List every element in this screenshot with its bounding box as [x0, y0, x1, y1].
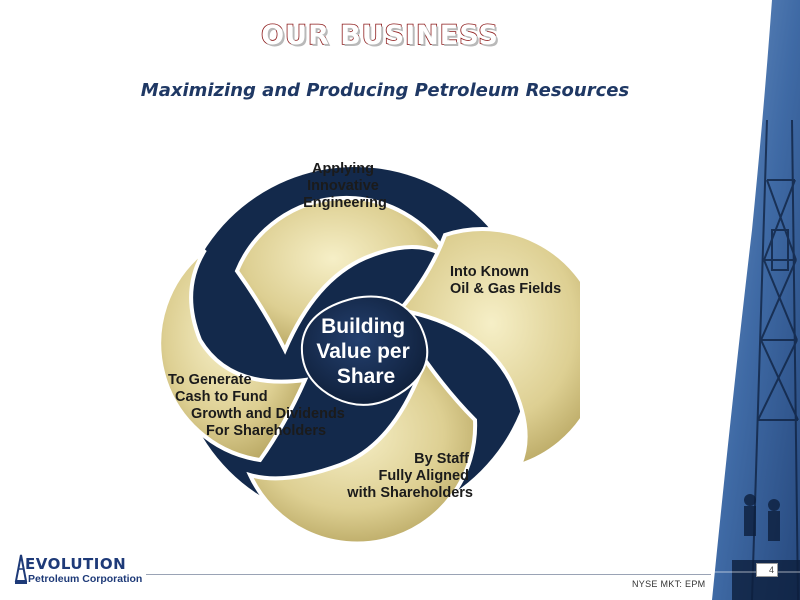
petal-bottom-line-2: Fully Aligned [378, 468, 469, 484]
logo-subtitle: Petroleum Corporation [28, 573, 143, 585]
logo-derrick-icon [14, 554, 28, 584]
stock-ticker: NYSE MKT: EPM [632, 579, 706, 589]
center-line-3: Share [337, 365, 395, 388]
center-line-2: Value per [316, 340, 409, 363]
petal-right-label: Into Known Oil & Gas Fields [450, 264, 561, 297]
logo-wordmark: EVOLUTION [25, 555, 127, 573]
page-number: 4 [756, 563, 778, 577]
slide-subtitle: Maximizing and Producing Petroleum Resou… [140, 80, 630, 101]
slide-title: OUR BUSINESS [260, 19, 499, 52]
petal-left-label: To Generate Cash to Fund Growth and Divi… [168, 372, 349, 439]
center-hub [300, 295, 429, 406]
center-label: Building Value per Share [316, 315, 415, 388]
petal-top-line-3: Engineering [303, 195, 387, 211]
petal-top-line-2: Innovative [307, 178, 379, 194]
petal-right-line-1: Into Known [450, 264, 529, 280]
petal-left [157, 248, 309, 463]
business-cycle-diagram: Building Value per Share Applying Innova… [157, 161, 580, 546]
drilling-rig-banner [712, 0, 800, 600]
petal-bottom-line-1: By Staff [414, 451, 469, 467]
petal-left-line-3: Growth and Dividends [191, 406, 345, 422]
footer-divider [146, 574, 711, 575]
petal-left-line-4: For Shareholders [206, 423, 326, 439]
petal-bottom-label: By Staff Fully Aligned with Shareholders [346, 451, 473, 501]
petal-top-label: Applying Innovative Engineering [303, 161, 387, 211]
company-logo: EVOLUTION Petroleum Corporation [14, 553, 144, 587]
petal-left-line-2: Cash to Fund [175, 389, 268, 405]
center-line-1: Building [321, 315, 405, 338]
petal-bottom-line-3: with Shareholders [346, 485, 473, 501]
petal-left-line-1: To Generate [168, 372, 252, 388]
petal-right-line-2: Oil & Gas Fields [450, 281, 561, 297]
petal-top-line-1: Applying [312, 161, 374, 177]
